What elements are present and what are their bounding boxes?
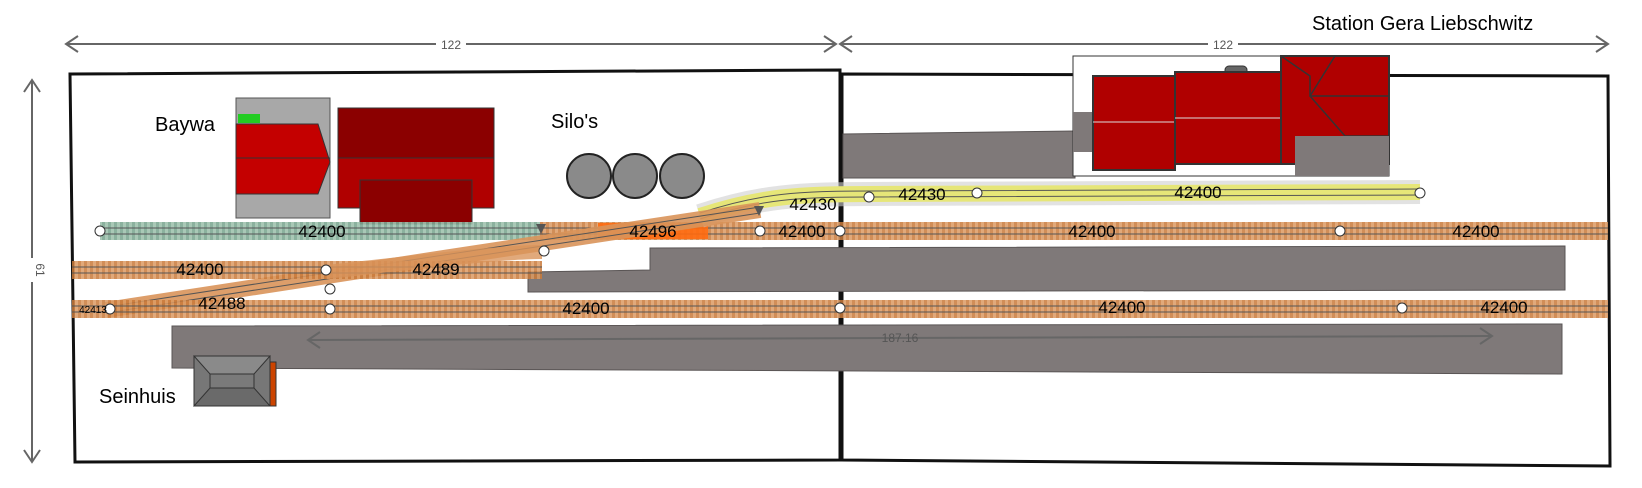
track-label: 42400 <box>1068 222 1115 241</box>
dimension-left-vertical: 61 <box>23 78 47 464</box>
silos <box>566 153 705 199</box>
track-label: 42413 <box>79 305 107 316</box>
station-label: Station Gera Liebschwitz <box>1312 13 1533 35</box>
dimension-label-left: 61 <box>33 263 47 277</box>
baywa-building-large <box>337 107 495 225</box>
track-label: 42400 <box>1174 183 1221 202</box>
track-label: 42489 <box>412 260 459 279</box>
dimension-label-top-right: 122 <box>1213 38 1233 52</box>
dimension-label-platform: 187.16 <box>882 331 919 345</box>
seinhuis-label: Seinhuis <box>99 386 176 408</box>
track-label: 42400 <box>562 299 609 318</box>
baywa-label: Baywa <box>155 114 216 136</box>
track-label: 42496 <box>629 222 676 241</box>
switch-markers <box>536 206 764 234</box>
track-label: 42400 <box>778 222 825 241</box>
track-label: 42488 <box>198 294 245 313</box>
track-label: 42400 <box>1452 222 1499 241</box>
platform-lower <box>171 323 1563 375</box>
baywa-building-small <box>235 97 331 219</box>
platform-upper-right <box>842 130 1076 179</box>
platform-middle <box>527 245 1566 293</box>
seinhuis-building <box>192 355 277 407</box>
dimension-top-left: 122 <box>64 35 838 53</box>
track-label: 42430 <box>789 195 836 214</box>
dimension-label-top-left: 122 <box>441 38 461 52</box>
track-label: 42400 <box>1098 298 1145 317</box>
track-label: 42400 <box>176 260 223 279</box>
dimension-platform: 187.16 <box>306 327 1494 349</box>
track-label: 42400 <box>1480 298 1527 317</box>
track-row-2 <box>72 245 543 279</box>
track-siding-green <box>100 222 540 240</box>
track-joints <box>94 187 1426 315</box>
track-label: 42400 <box>298 222 345 241</box>
silos-label: Silo's <box>551 111 598 133</box>
station-building <box>1072 55 1390 177</box>
dimension-top-right: 122 <box>838 35 1610 53</box>
track-label: 42430 <box>898 185 945 204</box>
